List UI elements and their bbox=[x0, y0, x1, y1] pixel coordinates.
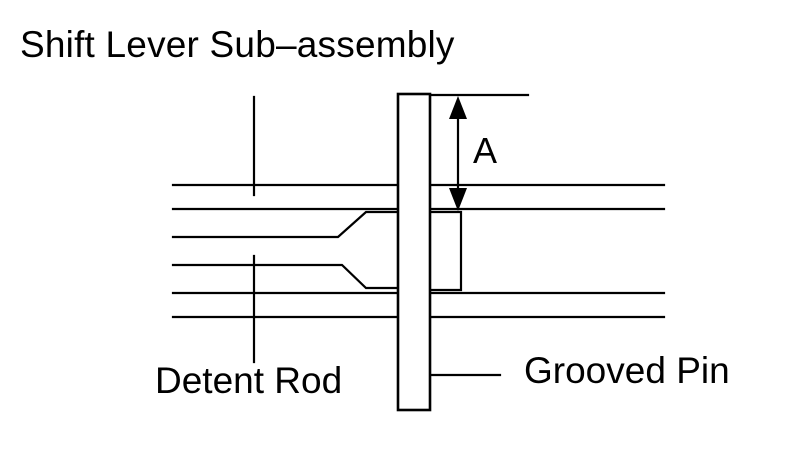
grooved-pin bbox=[396, 92, 432, 412]
detent-rod-label: Detent Rod bbox=[155, 360, 343, 401]
grooved-pin-label: Grooved Pin bbox=[524, 350, 730, 391]
dimension-a-label: A bbox=[473, 130, 498, 171]
detent-rod-profile-lower bbox=[171, 263, 400, 290]
dimension-a-arrowhead-up bbox=[449, 96, 467, 119]
dimension-a-arrowhead-down bbox=[449, 188, 467, 211]
shift-lever-label: Shift Lever Sub–assembly bbox=[20, 24, 455, 65]
